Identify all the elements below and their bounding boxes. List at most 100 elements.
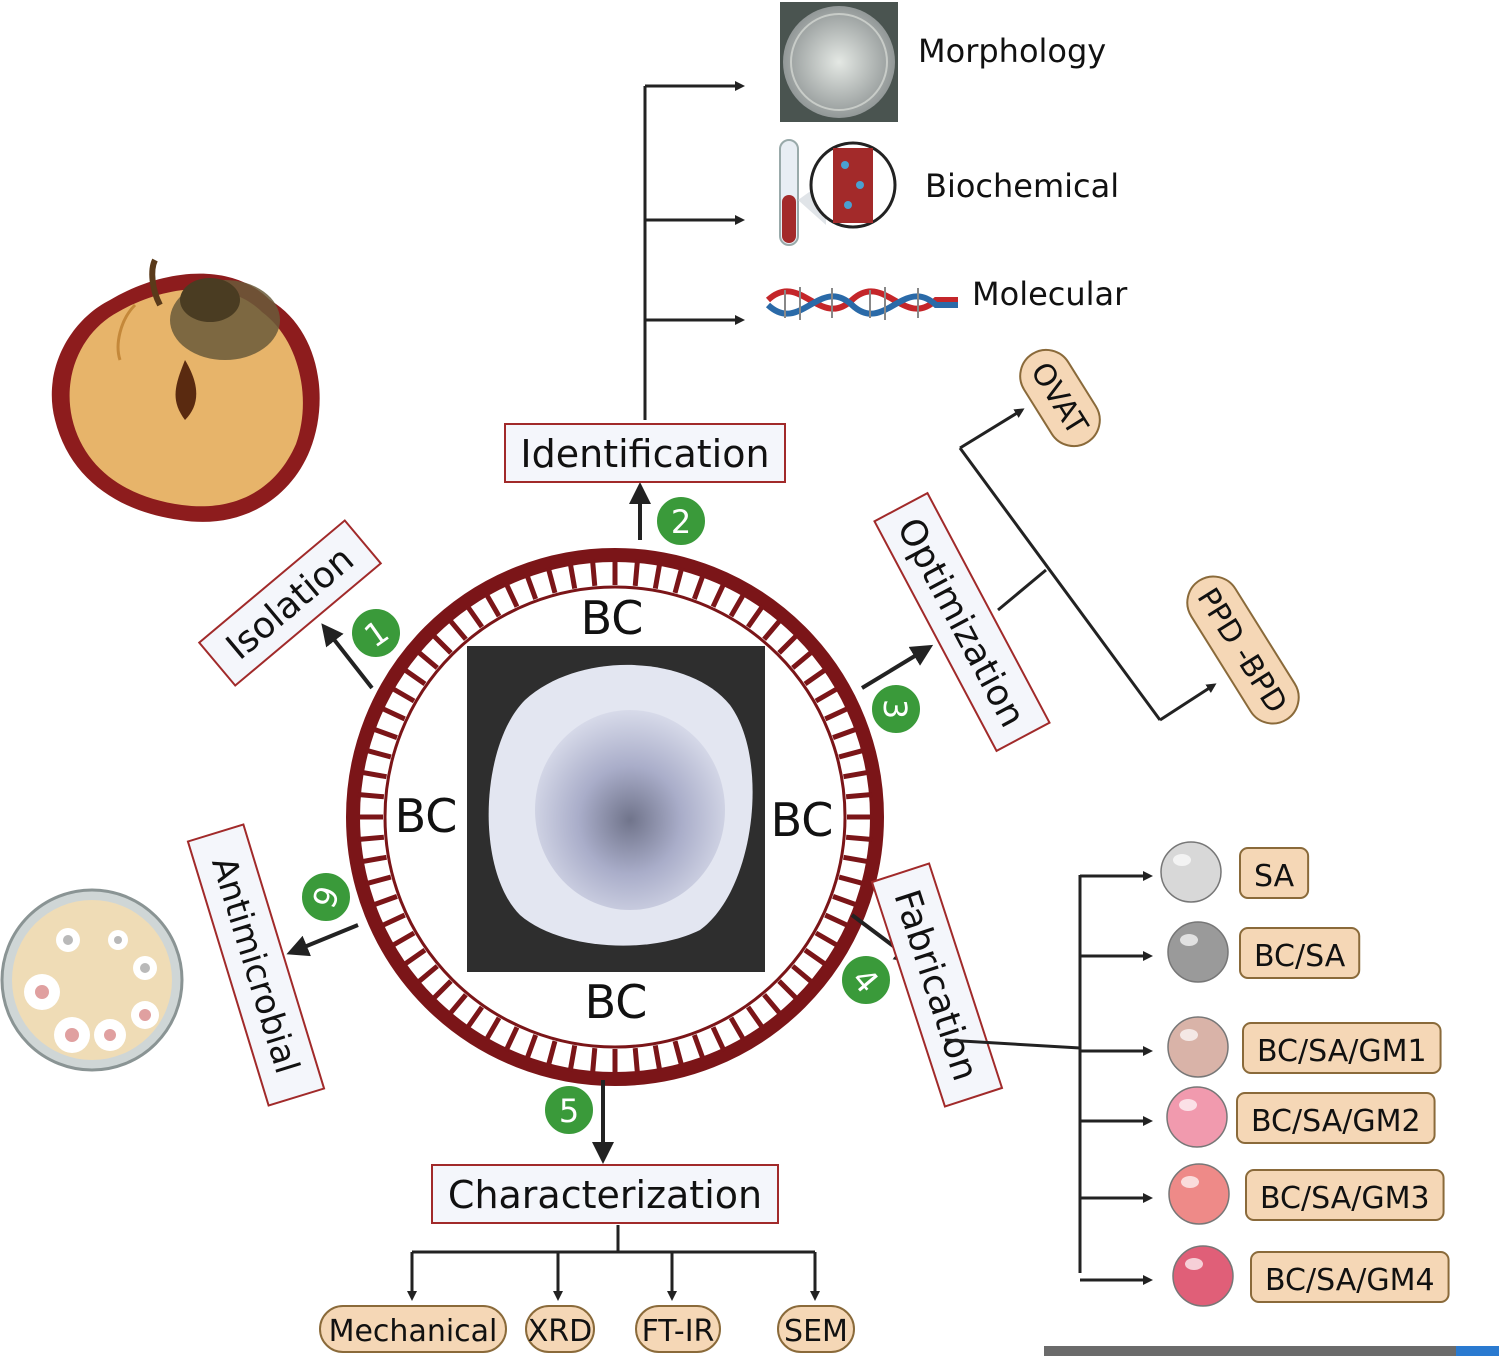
ring-tick xyxy=(746,1005,766,1030)
ring-tick xyxy=(832,893,859,908)
ring-tick xyxy=(710,1026,727,1052)
bacterial-cellulose-photo xyxy=(467,646,765,972)
svg-text:XRD: XRD xyxy=(528,1314,593,1349)
ring-tick xyxy=(728,1016,747,1042)
svg-text:SEM: SEM xyxy=(784,1314,848,1349)
ring-tick xyxy=(567,562,578,589)
svg-text:Identification: Identification xyxy=(520,432,769,476)
ring-tick xyxy=(545,567,558,594)
ring-tick xyxy=(691,1034,706,1061)
ring-tick xyxy=(402,666,427,686)
antimicrobial-box: Antimicrobial xyxy=(186,823,326,1107)
ring-tick xyxy=(360,769,387,780)
step-badge-4: 4 xyxy=(840,954,892,1006)
ring-tick xyxy=(590,1047,598,1075)
ring-tick xyxy=(402,948,427,968)
step-badge-1: 1 xyxy=(350,607,402,659)
bc-label-right: BC xyxy=(771,793,834,847)
ring-tick xyxy=(590,559,598,587)
svg-text:FT-IR: FT-IR xyxy=(642,1314,715,1349)
ring-tick xyxy=(803,666,828,686)
ring-tick xyxy=(503,582,520,608)
sphere-icon xyxy=(1167,921,1229,983)
ring-tick xyxy=(632,559,640,587)
petri-plate-image xyxy=(780,2,898,122)
ring-tick xyxy=(357,792,385,800)
ring-tick xyxy=(632,1047,640,1075)
ring-tick xyxy=(365,874,392,887)
ring-tick xyxy=(390,930,416,949)
pill-sem: SEM xyxy=(777,1305,855,1353)
ring-tick xyxy=(380,912,406,929)
ring-tick xyxy=(838,874,865,887)
ring-tick xyxy=(415,649,439,670)
ring-tick xyxy=(567,1045,578,1072)
step-badge-2: 2 xyxy=(655,495,707,547)
ring-tick xyxy=(545,1040,558,1067)
fabrication-product: SA xyxy=(1160,841,1310,903)
test-tube-icon xyxy=(779,139,897,246)
svg-text:Mechanical: Mechanical xyxy=(329,1314,498,1349)
ring-tick xyxy=(672,567,685,594)
ring-tick xyxy=(483,1016,502,1042)
step-badge-6: 6 xyxy=(300,871,352,923)
pill-ovat: OVAT xyxy=(1019,348,1101,448)
ring-tick xyxy=(464,1005,484,1030)
optimization-tree xyxy=(958,408,1217,722)
method-morphology: Morphology xyxy=(918,32,1106,70)
ring-tick xyxy=(524,573,539,600)
ring-tick xyxy=(672,1040,685,1067)
sphere-icon xyxy=(1166,1086,1228,1148)
ring-tick xyxy=(503,1026,520,1052)
scrollbar[interactable] xyxy=(1044,1346,1499,1356)
rotten-apple-illustration xyxy=(51,258,320,522)
ring-tick xyxy=(762,993,783,1017)
identification-tree xyxy=(643,81,745,420)
fabrication-product-label: BC/SA/GM2 xyxy=(1251,1104,1421,1139)
ring-tick xyxy=(357,834,385,842)
fabrication-tree xyxy=(944,871,1153,1285)
fabrication-product-label: BC/SA/GM1 xyxy=(1257,1034,1427,1069)
svg-text:Characterization: Characterization xyxy=(448,1173,762,1217)
ring-tick xyxy=(845,834,873,842)
characterization-tree xyxy=(407,1225,820,1301)
ring-tick xyxy=(777,979,800,1002)
ring-tick xyxy=(803,948,828,968)
sphere-icon xyxy=(1160,841,1222,903)
pill-ppd-bpd: PPD -BPD xyxy=(1186,575,1300,725)
sphere-icon xyxy=(1167,1016,1229,1078)
pill-mechanical: Mechanical xyxy=(319,1305,507,1353)
bc-label-bottom: BC xyxy=(585,975,648,1029)
isolation-arrow xyxy=(321,623,374,690)
fabrication-product-label: BC/SA/GM3 xyxy=(1260,1181,1430,1216)
bc-label-left: BC xyxy=(395,789,458,843)
ring-tick xyxy=(447,993,468,1017)
sphere-icon xyxy=(1168,1163,1230,1225)
step-badge-3: 3 xyxy=(870,683,922,735)
ring-tick xyxy=(824,705,850,722)
ring-tick xyxy=(390,685,416,704)
fabrication-product-label: BC/SA xyxy=(1254,939,1346,974)
ring-tick xyxy=(824,912,850,929)
ring-tick xyxy=(380,705,406,722)
antimicrobial-arrow xyxy=(286,923,359,957)
svg-text:2: 2 xyxy=(671,503,691,541)
ring-tick xyxy=(843,769,870,780)
fabrication-product: BC/SA/GM3 xyxy=(1168,1163,1445,1225)
identification-box: Identification xyxy=(504,423,786,483)
ring-tick xyxy=(843,854,870,865)
ring-tick xyxy=(728,592,747,618)
ring-tick xyxy=(814,930,840,949)
fabrication-product: BC/SA xyxy=(1167,921,1361,983)
ring-tick xyxy=(360,854,387,865)
ring-tick xyxy=(791,649,815,670)
fabrication-product-label: SA xyxy=(1254,859,1295,894)
step-badge-5: 5 xyxy=(543,1084,595,1136)
svg-text:5: 5 xyxy=(559,1092,579,1130)
ring-tick xyxy=(464,604,484,629)
agar-plate-illustration xyxy=(0,888,184,1072)
ring-tick xyxy=(371,726,398,741)
ring-tick xyxy=(777,632,800,655)
ring-tick xyxy=(652,1045,663,1072)
